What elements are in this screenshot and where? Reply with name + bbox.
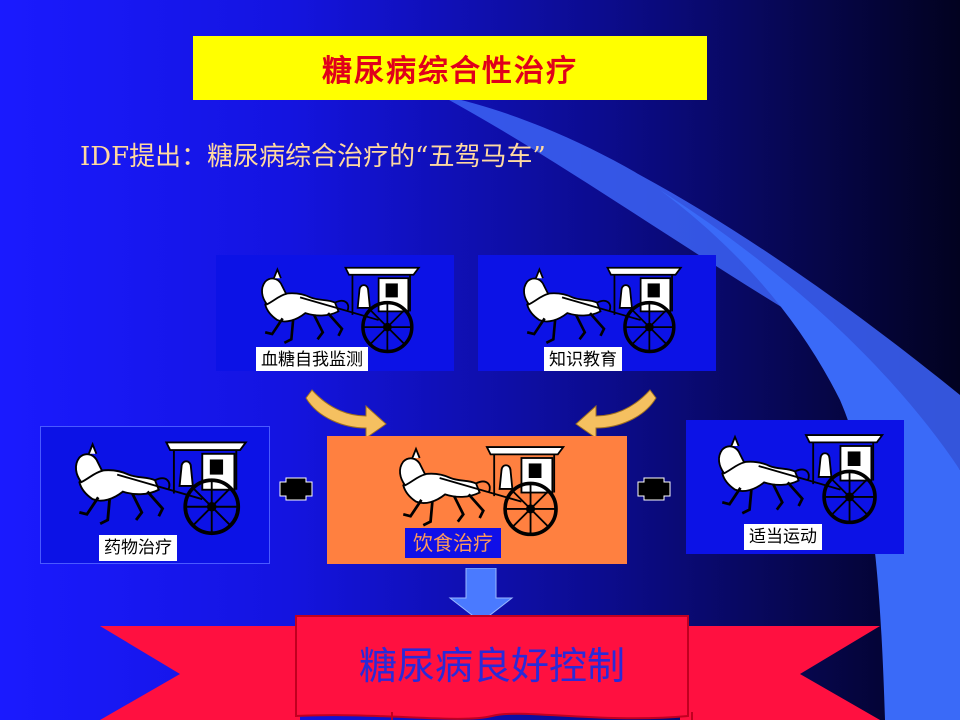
carriage-label-diet: 饮食治疗 — [405, 528, 501, 558]
curved-arrow-icon — [575, 389, 657, 439]
slide-title: 糖尿病综合性治疗 — [193, 36, 707, 100]
carriage-card-diet: 饮食治疗 — [327, 436, 627, 564]
carriage-card-exercise: 适当运动 — [686, 420, 904, 554]
result-text: 糖尿病良好控制 — [358, 643, 625, 688]
plus-connector-icon — [279, 477, 313, 501]
carriage-label-medication: 药物治疗 — [99, 535, 177, 561]
carriage-card-education: 知识教育 — [478, 255, 716, 371]
carriage-card-medication: 药物治疗 — [40, 426, 270, 564]
carriage-label-exercise: 适当运动 — [744, 524, 822, 550]
plus-connector-icon — [637, 477, 671, 501]
carriage-label-monitoring: 血糖自我监测 — [256, 347, 368, 371]
slide-subtitle: IDF提出：糖尿病综合治疗的“五驾马车” — [80, 142, 546, 172]
curved-arrow-icon — [305, 389, 387, 439]
result-banner — [100, 615, 880, 720]
down-arrow-icon — [448, 568, 514, 623]
carriage-card-monitoring: 血糖自我监测 — [216, 255, 454, 371]
carriage-label-education: 知识教育 — [544, 347, 622, 371]
